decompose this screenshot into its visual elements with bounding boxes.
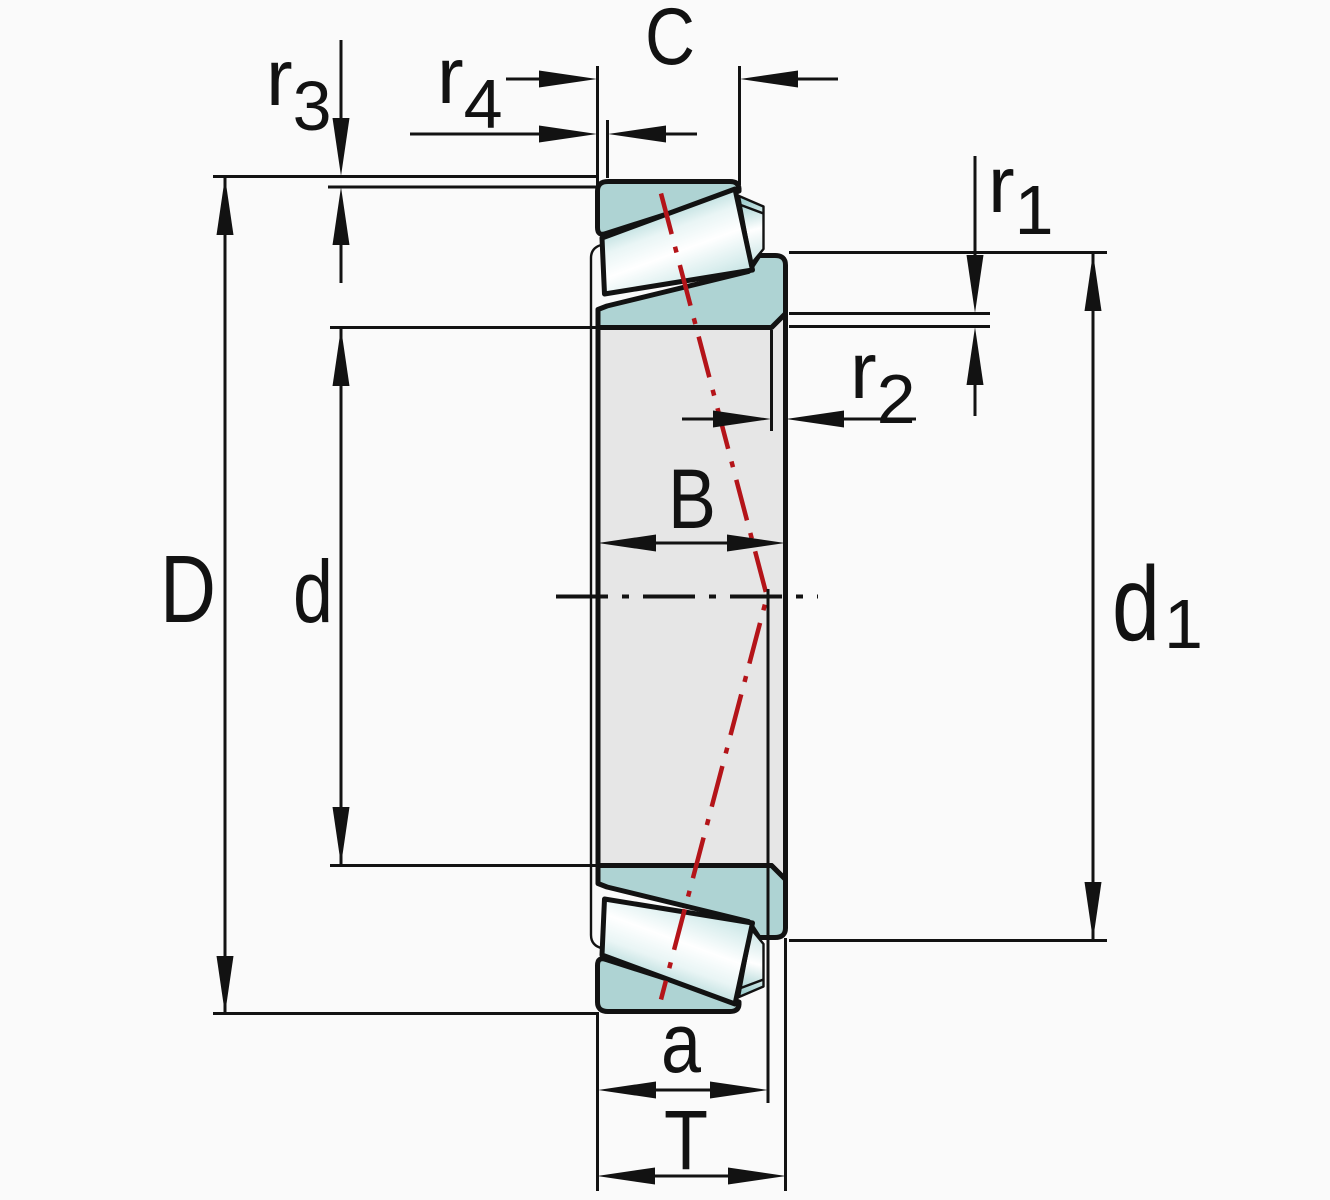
dimensions: C r4 r3 r1 <box>160 0 1203 1191</box>
dim-cup-width-C: C <box>506 0 838 189</box>
label-r4: r4 <box>437 31 503 143</box>
dim-rib-diameter-d1: d1 <box>789 251 1203 942</box>
label-D: D <box>160 536 216 643</box>
label-d: d <box>293 542 333 641</box>
dim-r2: r2 <box>682 326 916 438</box>
roller-pressure-line <box>658 192 770 1001</box>
label-a: a <box>661 996 701 1090</box>
bearing-top-half <box>598 182 786 328</box>
centerlines <box>556 192 818 1001</box>
dim-outer-diameter-D: D <box>160 177 597 1015</box>
label-r3: r3 <box>266 33 332 145</box>
dim-total-width-T: T <box>596 938 787 1191</box>
label-B: B <box>668 452 716 546</box>
dim-r4: r4 <box>410 31 697 178</box>
dim-apex-a: a <box>598 589 770 1103</box>
dim-r3: r3 <box>213 33 599 283</box>
label-r2: r2 <box>850 326 916 438</box>
label-T: T <box>664 1093 708 1187</box>
dim-cone-width-B: B <box>598 452 785 552</box>
label-C: C <box>645 0 695 82</box>
dim-r1: r1 <box>789 140 1054 416</box>
label-r1: r1 <box>988 140 1054 249</box>
dim-bore-diameter-d: d <box>293 326 597 867</box>
bearing-bottom-half <box>598 866 786 1012</box>
label-d1: d1 <box>1112 545 1203 663</box>
